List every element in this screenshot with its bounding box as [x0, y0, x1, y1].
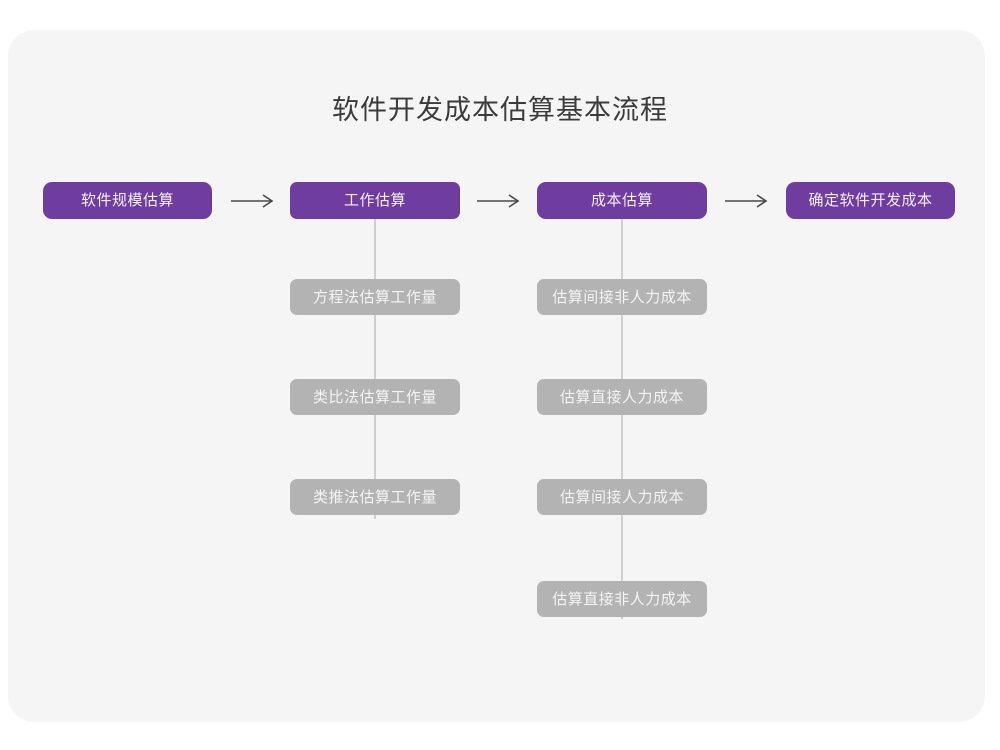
flow-step-label: 工作估算: [343, 192, 406, 209]
branch-item-indirect-labor-cost[interactable]: 估算间接人力成本: [537, 479, 707, 515]
flow-step-work-estimation[interactable]: 工作估算: [290, 182, 460, 219]
arrow-right-icon-2: [474, 182, 526, 219]
branch-item-equation-method[interactable]: 方程法估算工作量: [290, 279, 460, 315]
flow-step-determine-development-cost[interactable]: 确定软件开发成本: [786, 182, 955, 219]
branch-item-indirect-nonlabor-cost[interactable]: 估算间接非人力成本: [537, 279, 707, 315]
branch-item-label: 类比法估算工作量: [312, 388, 437, 406]
branch-item-direct-labor-cost[interactable]: 估算直接人力成本: [537, 379, 707, 415]
diagram-card: [8, 30, 985, 722]
connector-line-work-estimation: [374, 219, 376, 519]
branch-item-label: 估算间接人力成本: [559, 488, 684, 506]
flow-step-label: 确定软件开发成本: [808, 192, 933, 209]
branch-item-label: 估算间接非人力成本: [552, 288, 692, 306]
flow-step-label: 成本估算: [590, 192, 653, 209]
branch-item-inference-method[interactable]: 类推法估算工作量: [290, 479, 460, 515]
page-title: 软件开发成本估算基本流程: [332, 95, 668, 125]
connector-line-cost-estimation: [621, 219, 623, 619]
branch-item-label: 方程法估算工作量: [312, 288, 437, 306]
branch-item-label: 估算直接非人力成本: [552, 590, 692, 608]
flow-step-label: 软件规模估算: [80, 192, 174, 209]
arrow-right-icon-1: [228, 182, 280, 219]
flow-step-software-scale-estimation[interactable]: 软件规模估算: [43, 182, 212, 219]
branch-item-direct-nonlabor-cost[interactable]: 估算直接非人力成本: [537, 581, 707, 617]
arrow-right-icon-3: [722, 182, 774, 219]
branch-item-label: 类推法估算工作量: [312, 488, 437, 506]
flow-step-cost-estimation[interactable]: 成本估算: [537, 182, 707, 219]
branch-item-label: 估算直接人力成本: [559, 388, 684, 406]
branch-item-analogy-method[interactable]: 类比法估算工作量: [290, 379, 460, 415]
